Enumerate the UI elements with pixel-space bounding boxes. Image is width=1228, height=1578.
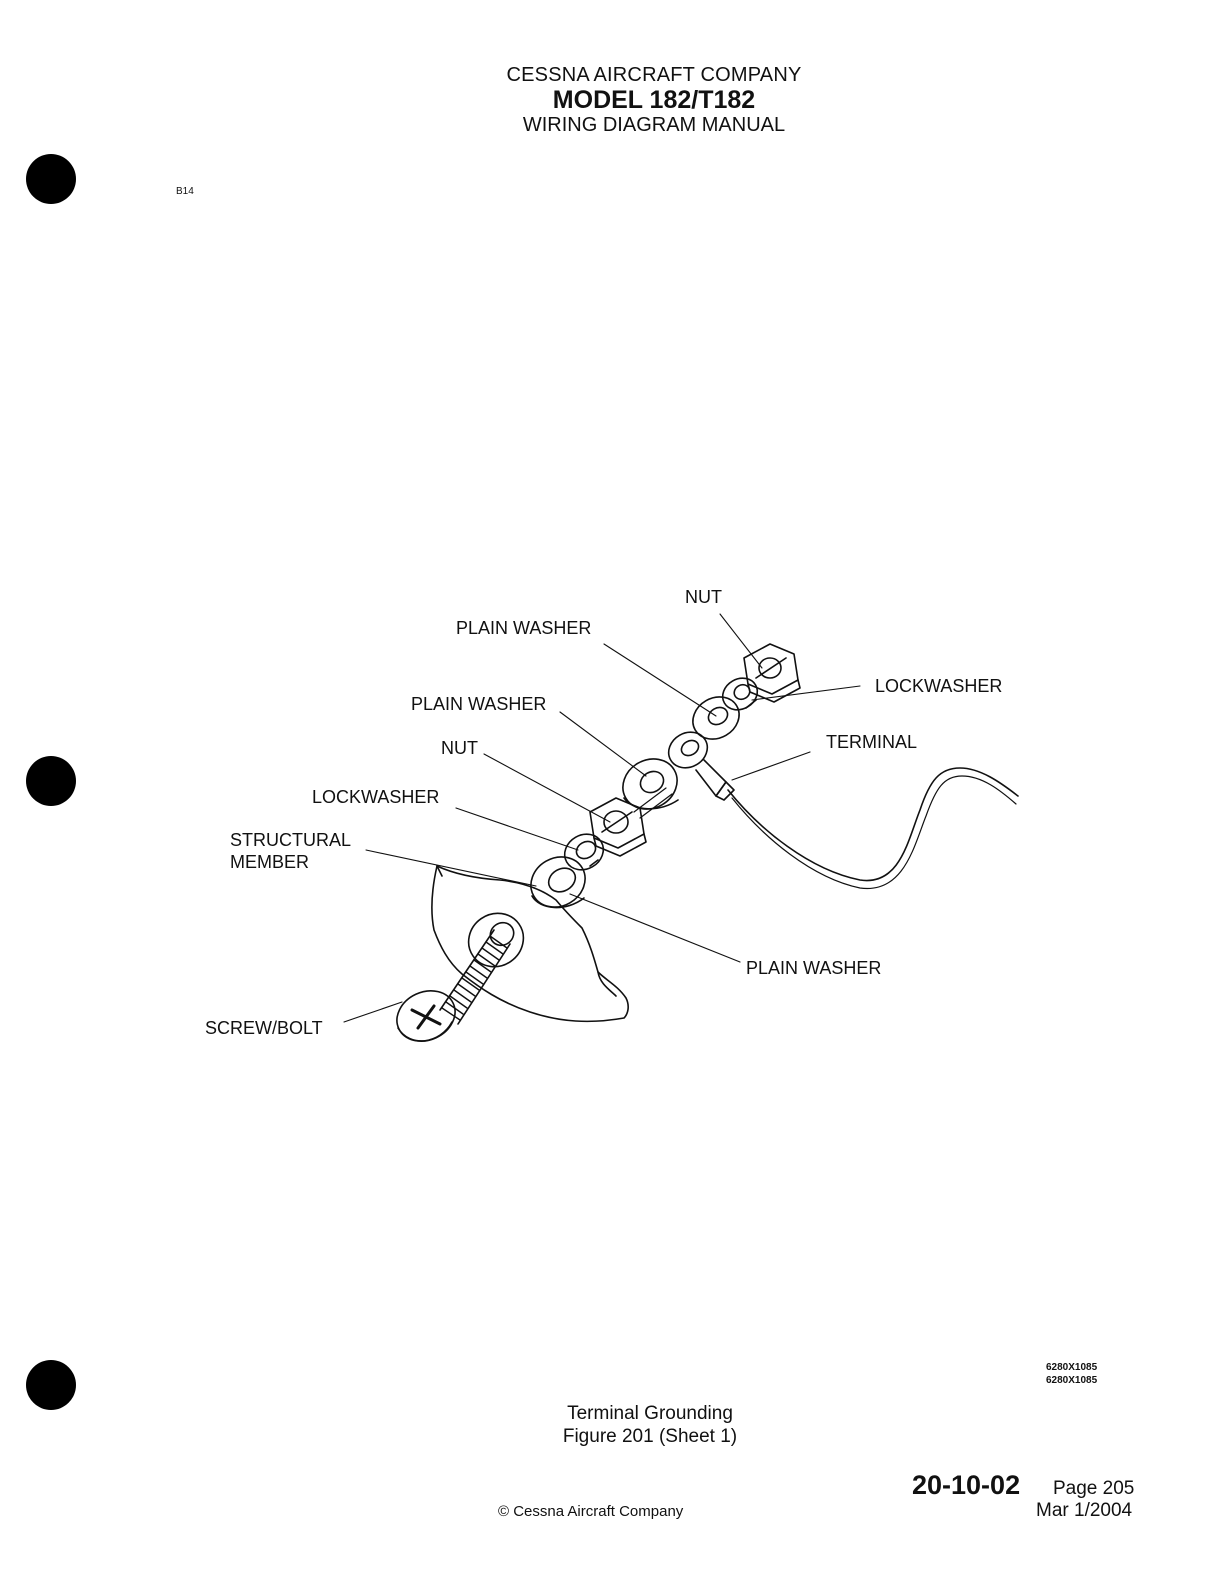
drawing-number-1: 6280X1085 [1046,1362,1097,1374]
plain-washer-bottom [522,847,594,917]
nut-top [744,644,798,694]
drawing-number-2: 6280X1085 [1046,1375,1097,1387]
label-plain-washer-bottom: PLAIN WASHER [746,958,881,979]
label-plain-washer-mid: PLAIN WASHER [411,694,546,715]
label-structural-member-1: STRUCTURAL [230,830,351,851]
section-number: 20-10-02 [912,1470,1020,1501]
label-screw-bolt: SCREW/BOLT [205,1018,323,1039]
structural-member-plate [432,866,628,1021]
plain-washer-top [685,689,747,748]
lockwasher-left [558,827,610,876]
label-lockwasher-left: LOCKWASHER [312,787,439,808]
label-terminal: TERMINAL [826,732,917,753]
figure-number: Figure 201 (Sheet 1) [0,1426,1228,1448]
label-plain-washer-top: PLAIN WASHER [456,618,591,639]
figure-title: Terminal Grounding [0,1403,1228,1425]
label-lockwasher-right: LOCKWASHER [875,676,1002,697]
copyright: © Cessna Aircraft Company [498,1503,683,1520]
page-date: Mar 1/2004 [1036,1500,1132,1522]
label-structural-member-2: MEMBER [230,852,309,873]
terminal-ring [662,725,714,774]
label-nut-mid: NUT [441,738,478,759]
page-number: Page 205 [1053,1478,1134,1500]
label-nut-top: NUT [685,587,722,608]
nut-mid [590,798,644,848]
ground-wire [728,768,1018,881]
